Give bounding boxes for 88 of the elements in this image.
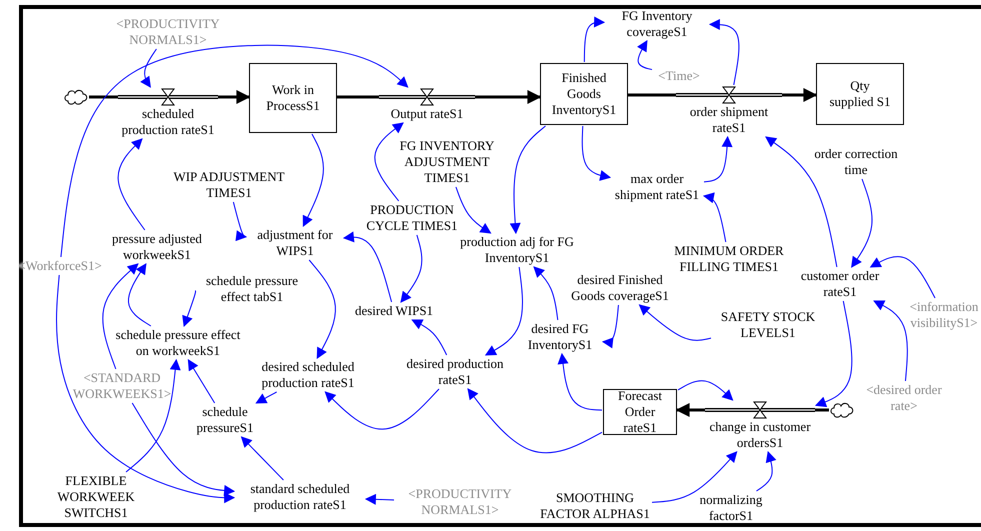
causal-arrow [558,352,602,411]
causal-arrow [756,450,776,492]
variable-label: desired FG InventoryS1 [518,321,602,353]
causal-arrow [302,134,324,227]
causal-arrow [484,266,523,356]
rate-label: change in customer ordersS1 [708,419,812,451]
variable-label: desired production rateS1 [400,356,510,388]
rate-label: scheduled production rateS1 [120,106,216,138]
stock-box: Work in ProcessS1 [249,63,337,133]
variable-label: SMOOTHING FACTOR ALPHAS1 [539,490,651,522]
causal-arrow [60,44,408,258]
flow-pipe [628,94,676,96]
causal-arrow [870,256,936,298]
variable-label: standard scheduled production rateS1 [235,481,365,513]
causal-arrow [411,319,448,356]
causal-arrow [126,358,181,472]
causal-arrow [582,126,612,181]
flow-pipe [676,403,705,417]
causal-arrow [467,388,602,454]
causal-arrow [510,126,546,234]
causal-arrow [342,231,392,302]
variable-label: adjustment for WIPS1 [247,227,343,259]
variable-label: order correction time [804,146,908,178]
causal-arrow [584,16,606,62]
causal-arrow [400,234,422,303]
flow-pipe [782,88,818,102]
flow-pipe [815,408,829,412]
causal-arrow [704,136,733,182]
variable-label: schedule pressure effect on workweekS1 [108,327,248,359]
variable-label: pressure adjusted workweekS1 [99,231,215,263]
causal-arrow [188,359,216,404]
variable-label: FLEXIBLE WORKWEEK SWITCHS1 [46,473,146,521]
causal-arrow [364,494,394,505]
causal-arrow [455,186,492,234]
causal-arrow [240,436,284,480]
variable-label: FG INVENTORY ADJUSTMENT TIMES1 [393,138,501,186]
variable-label: max order shipment rateS1 [611,171,703,203]
stock-box: Qty supplied S1 [816,63,904,125]
causal-arrow [374,122,404,202]
cloud-icon [63,88,89,106]
variable-label: FG Inventory coverageS1 [605,8,709,40]
variable-label: production adj for FG InventoryS1 [447,234,587,266]
variable-label: schedule pressureS1 [185,404,265,436]
causal-arrow [324,388,440,430]
causal-arrow [132,402,236,496]
flow-pipe [218,90,250,104]
causal-arrow [814,300,852,408]
causal-arrow [765,136,838,268]
causal-arrow [638,304,712,341]
variable-label: desired Finished Goods coverageS1 [564,272,676,304]
variable-label: schedule pressure effect tabS1 [196,273,308,305]
causal-arrow [602,304,619,348]
shadow-variable-label: <PRODUCTIVITY NORMALS1> [395,486,525,518]
causal-arrow [851,178,872,268]
variable-label: normalizing factorS1 [688,492,774,524]
causal-arrow [708,18,740,86]
rate-label: Output rateS1 [390,106,464,122]
rate-label: order shipment rateS1 [688,104,770,136]
shadow-variable-label: <STANDARD WORKWEEKS1> [61,370,183,402]
variable-label: desired scheduled production rateS1 [248,359,368,391]
causal-arrow [702,192,726,242]
causal-arrow [873,300,908,382]
flow-pipe [337,96,379,98]
shadow-variable-label: <PRODUCTIVITY NORMALS1> [109,16,227,48]
stock-box: Forecast Order rateS1 [603,389,677,435]
causal-arrow [140,48,157,88]
causal-arrow [637,40,652,70]
causal-arrow [678,380,734,401]
cloud-icon [829,401,855,419]
shadow-variable-label: <Time> [653,68,705,84]
causal-arrow [128,263,152,326]
flow-pipe [475,90,542,104]
variable-label: desired WIPS1 [349,303,439,319]
shadow-variable-label: <information visibilityS1> [907,299,981,331]
variable-label: SAFETY STOCK LEVELS1 [712,309,824,341]
causal-arrow [56,274,236,504]
causal-arrow [308,260,336,359]
causal-arrow [652,451,738,503]
variable-label: WIP ADJUSTMENT TIMES1 [162,169,296,201]
causal-arrow [232,202,248,242]
stock-box: Finished Goods InventoryS1 [540,63,628,125]
causal-arrow [118,138,146,230]
flow-pipe [89,96,118,98]
shadow-variable-label: <desired order rate> [856,382,952,414]
causal-arrow [255,392,278,404]
causal-arrow [533,266,558,320]
causal-arrow [182,290,196,328]
causal-arrow [102,263,139,370]
